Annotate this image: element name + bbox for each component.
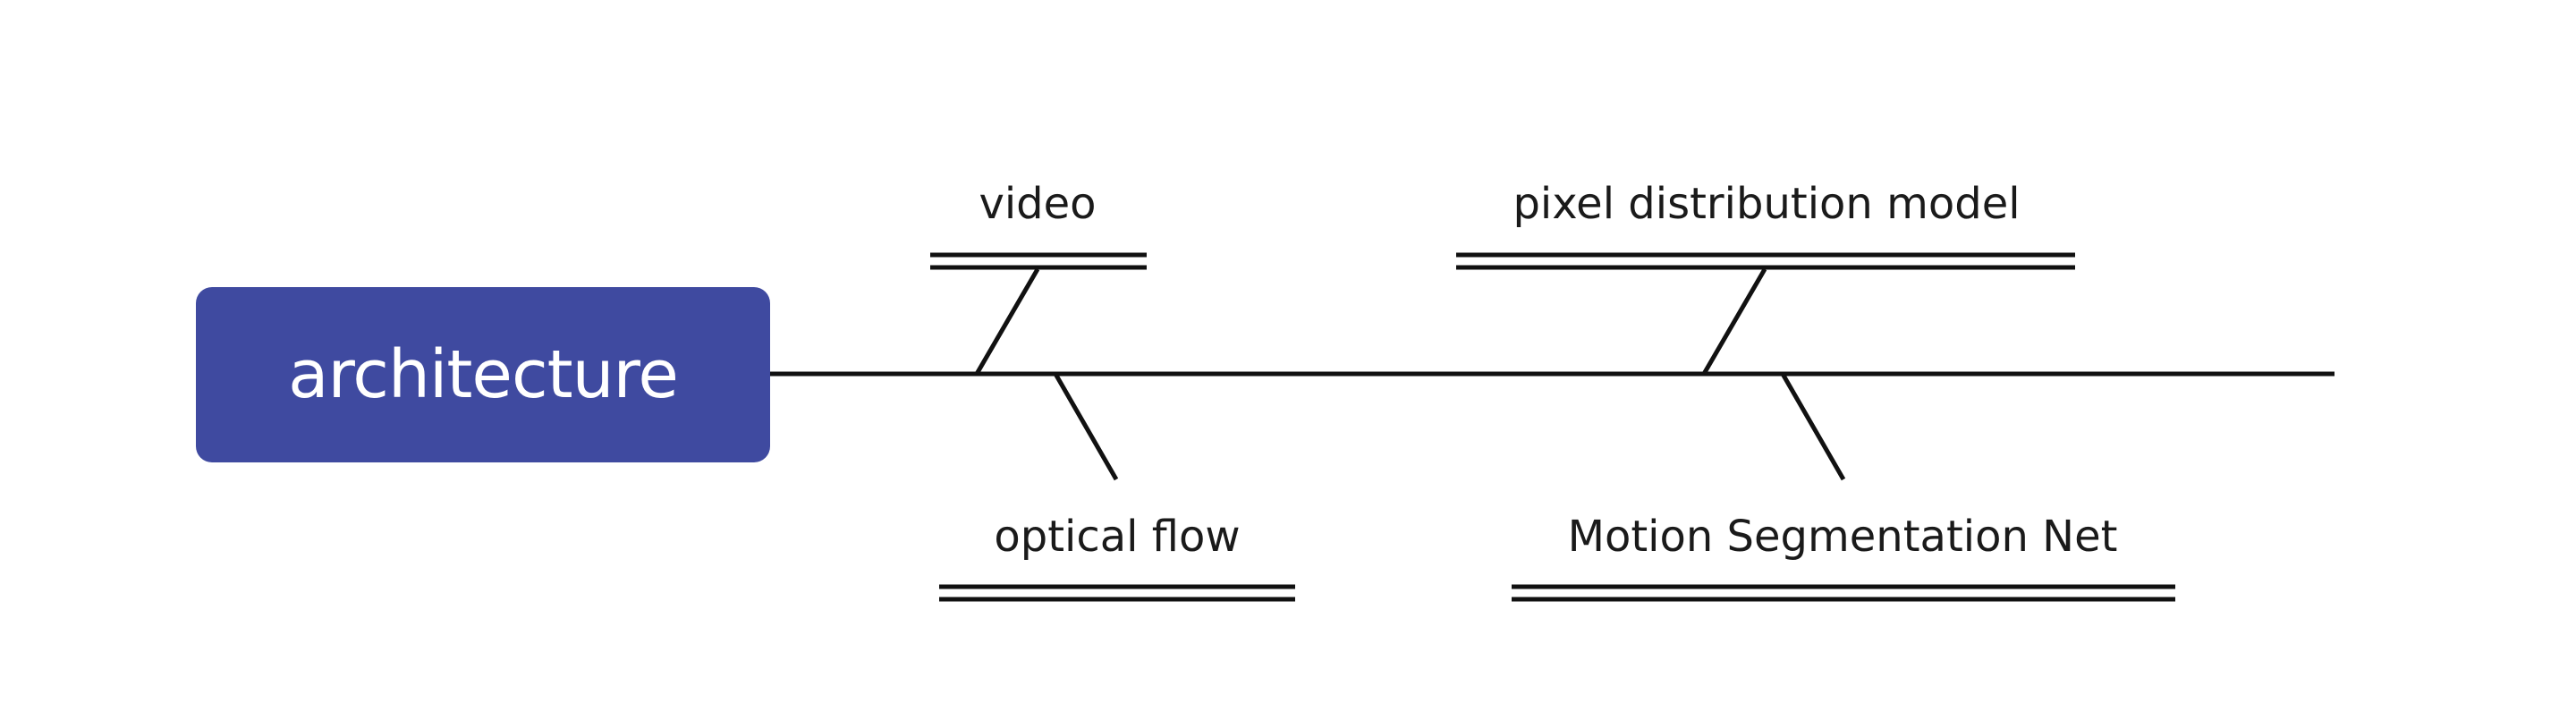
branch-label-pixel-distribution-model[interactable]: pixel distribution model: [1513, 179, 2021, 229]
branch-connector-video: [974, 267, 1040, 376]
branch-label-optical-flow[interactable]: optical flow: [994, 512, 1241, 562]
branch-connector-pixel: [1701, 267, 1767, 376]
branch-connector-optical: [1053, 372, 1119, 481]
branch-label-motion-segmentation-net[interactable]: Motion Segmentation Net: [1567, 512, 2118, 562]
root-node[interactable]: architecture: [196, 287, 770, 462]
branch-connector-motion: [1780, 372, 1846, 481]
branch-label-video[interactable]: video: [979, 179, 1097, 229]
